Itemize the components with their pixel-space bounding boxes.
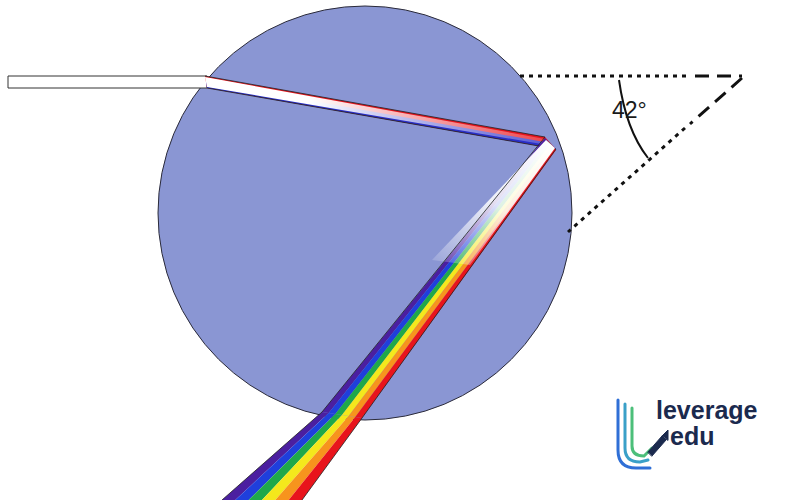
angle-construction: [520, 76, 742, 232]
outgoing-spectrum: [222, 412, 362, 500]
white-light-beam: [8, 76, 207, 88]
water-drop: [158, 6, 572, 420]
reflected-spectrum: [322, 137, 556, 418]
logo-text: leverage: [656, 398, 757, 423]
logo-text: edu: [670, 424, 714, 449]
refracted-beam: [205, 76, 556, 149]
angle-label: 42°: [612, 99, 647, 122]
